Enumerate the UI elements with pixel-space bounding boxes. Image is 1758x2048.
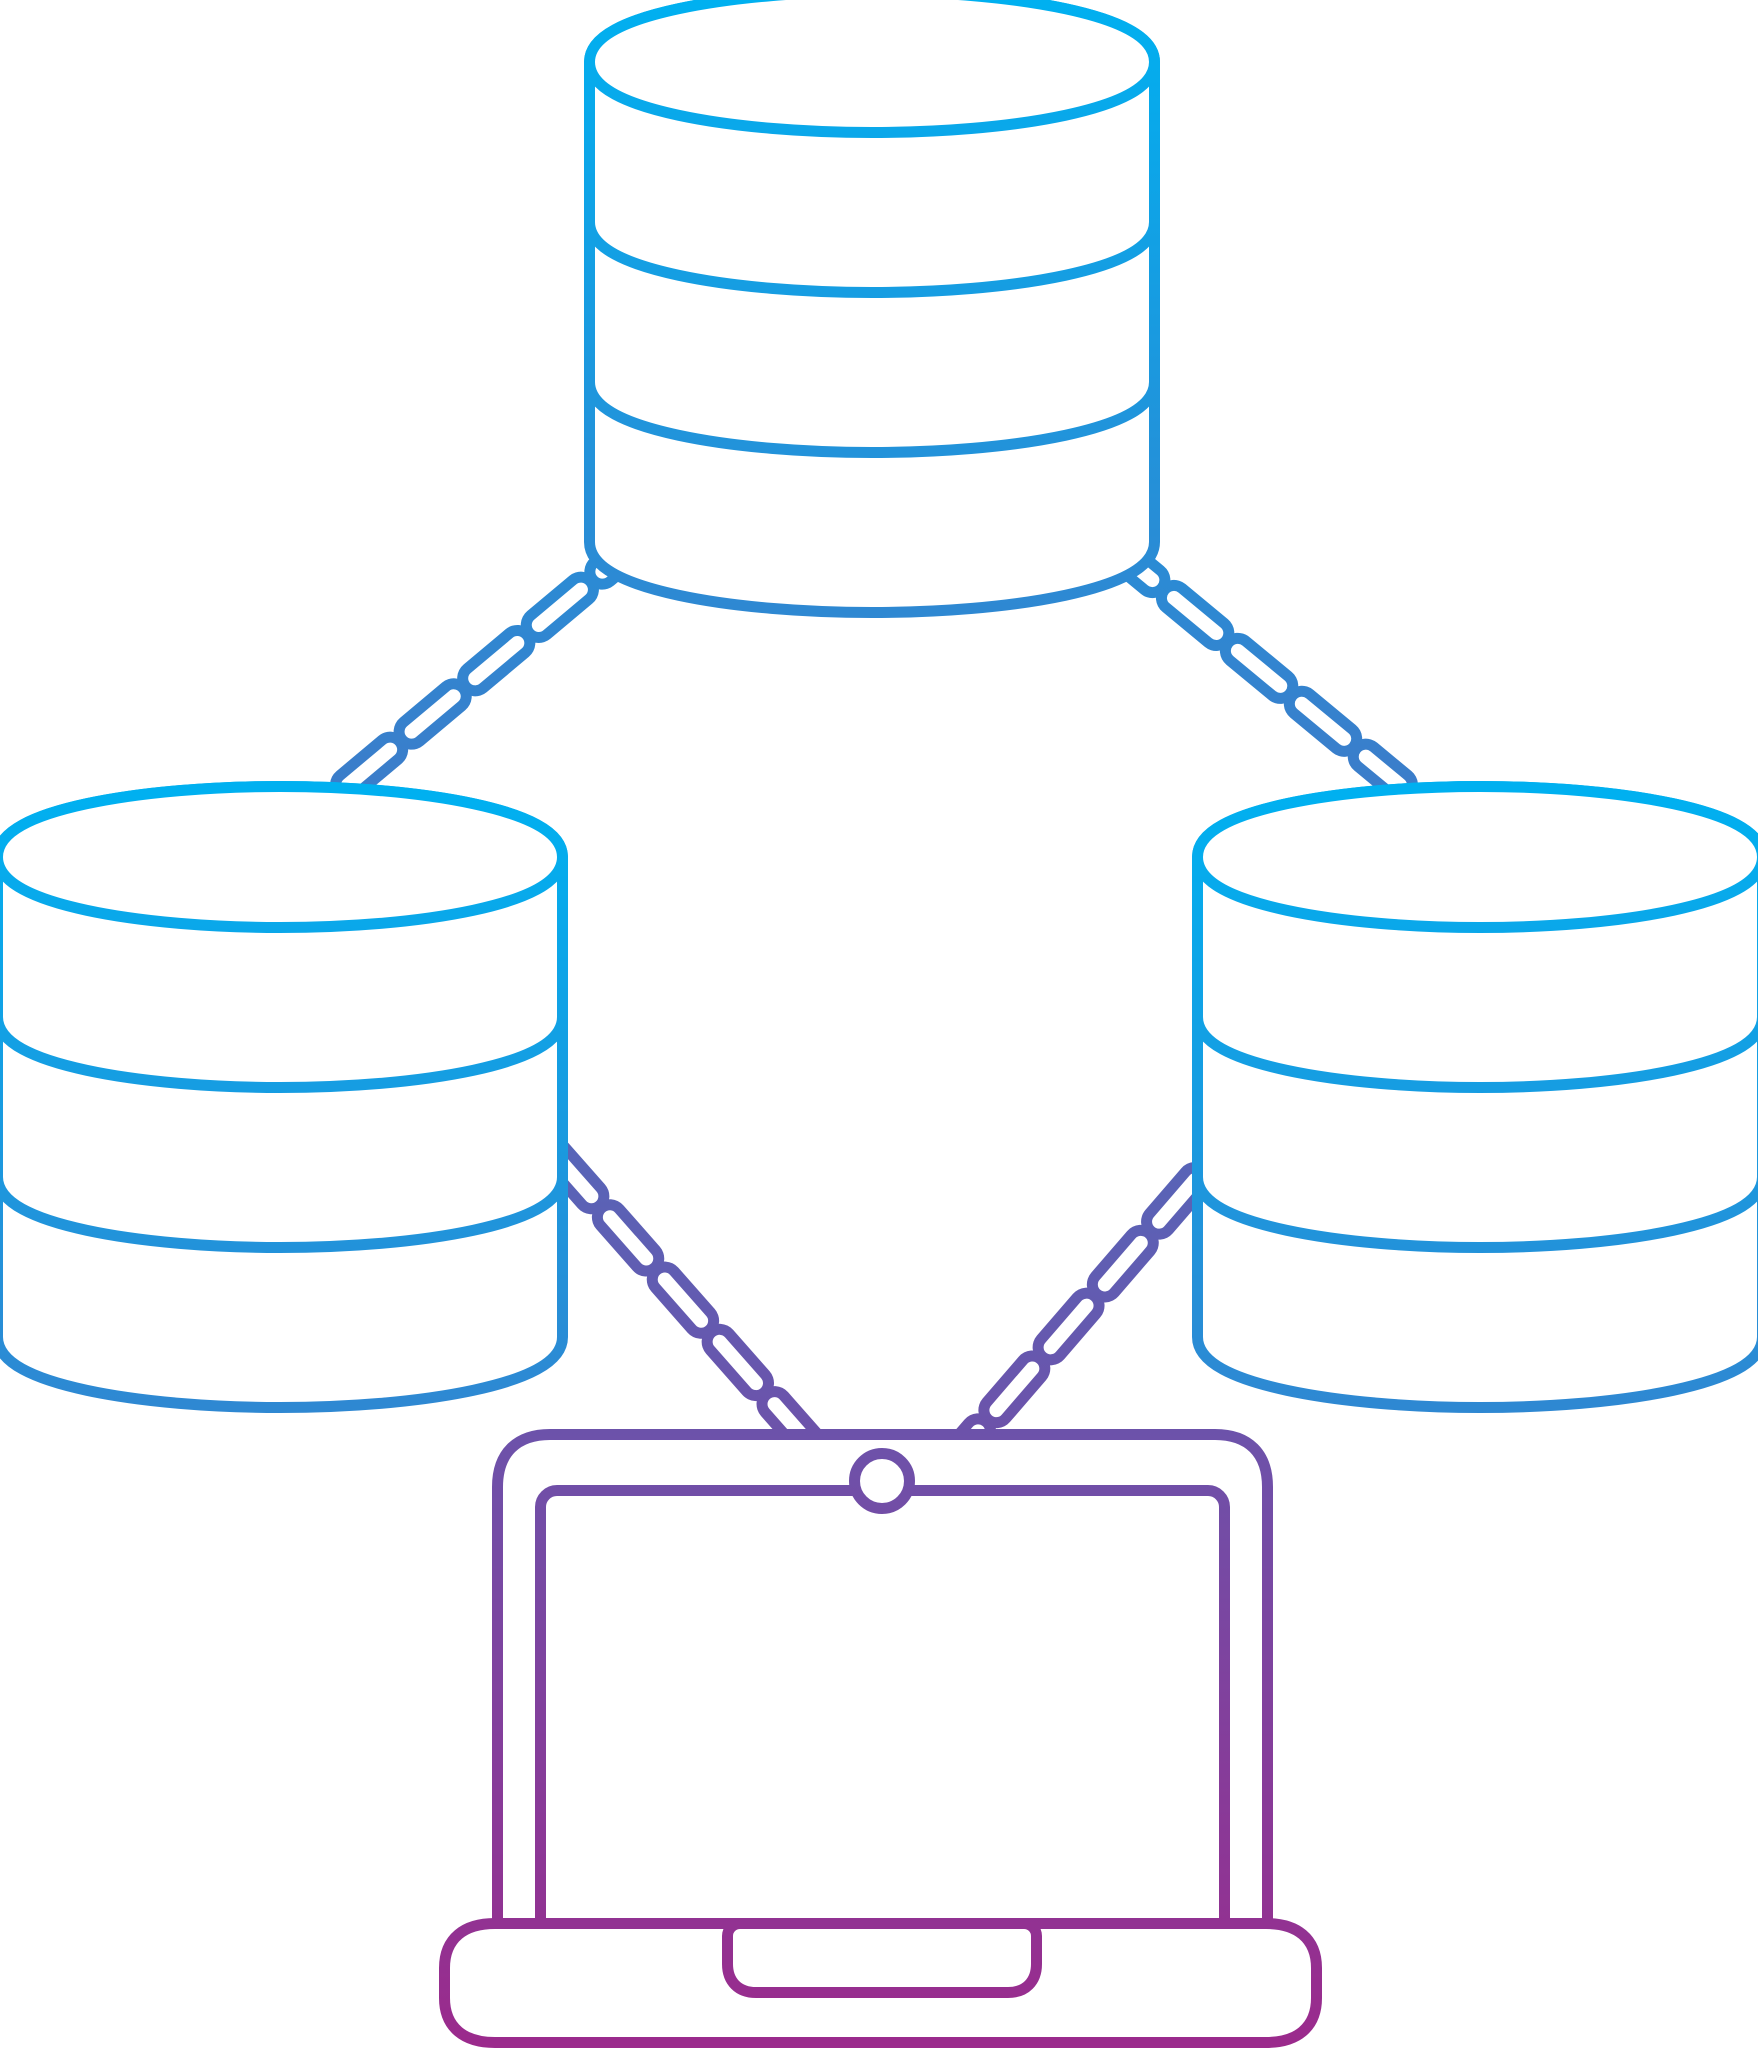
link-right-to-client <box>944 1162 1213 1468</box>
database-lid-fill <box>3 792 557 922</box>
database-lid-fill <box>1203 792 1757 922</box>
camera-icon <box>849 1448 915 1514</box>
database-icon <box>1192 781 1758 1413</box>
link-left-to-client <box>537 1137 833 1468</box>
database-lid-fill <box>595 0 1149 127</box>
laptop-icon <box>439 1429 1322 2048</box>
database-icon <box>0 781 568 1413</box>
link-top-to-left <box>330 512 670 803</box>
link-top-to-right <box>1092 527 1418 803</box>
database-icon <box>584 0 1160 618</box>
trackpad-notch <box>722 1918 1042 1998</box>
